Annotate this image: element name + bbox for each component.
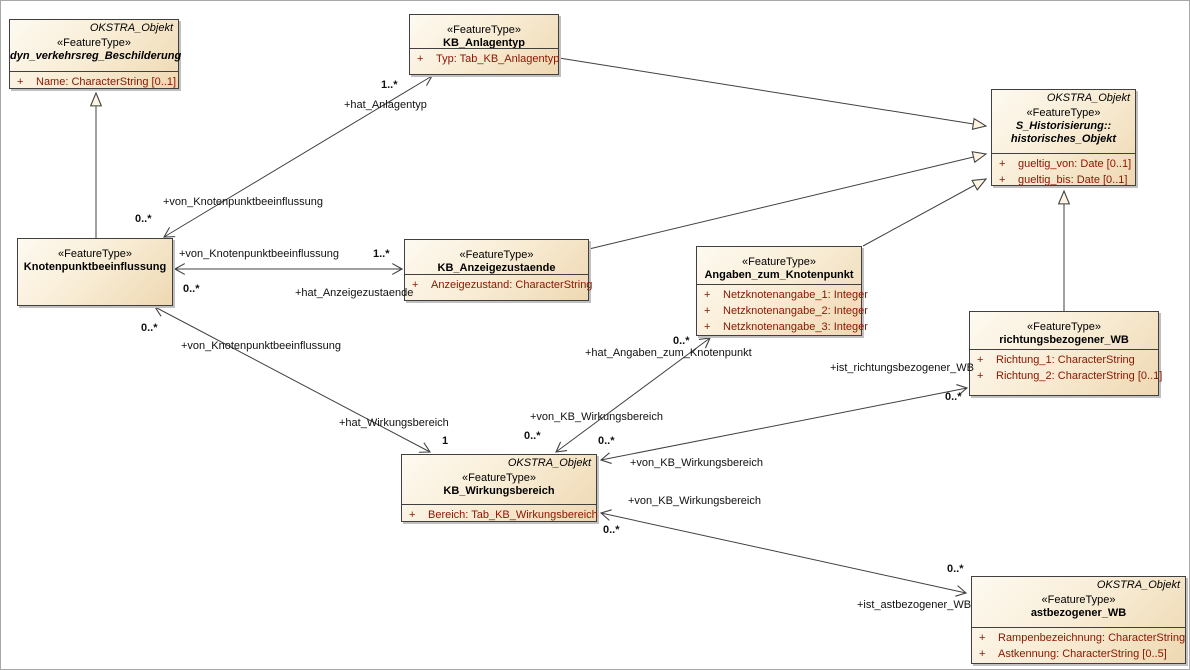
attribute-row: +Bereich: Tab_KB_Wirkungsbereich xyxy=(409,509,598,521)
multiplicity-von-knotenpunktbeeinflussung-anzeige: 0..* xyxy=(183,283,200,295)
class-name: KB_Anlagentyp xyxy=(443,37,525,49)
association-ist-richtungsbezogener-wb xyxy=(601,388,967,460)
multiplicity-von-kb-wirkungsbereich-ast: 0..* xyxy=(603,524,620,536)
attribute-row: +Netzknotenangabe_1: Integer xyxy=(704,289,868,301)
class-name: Knotenpunktbeeinflussung xyxy=(23,261,167,273)
attribute-row: +Rampenbezeichnung: CharacterString xyxy=(979,632,1186,644)
class-name-line2: historisches_Objekt xyxy=(1010,133,1117,145)
class-name-line1: S_Historisierung:: xyxy=(1015,120,1112,132)
generalization-anzeigezustaende-to-historisches xyxy=(588,154,986,250)
class-name: astbezogener_WB xyxy=(1030,607,1127,619)
class-name: KB_Wirkungsbereich xyxy=(443,485,555,497)
generalization-angaben-to-historisches xyxy=(862,179,986,247)
multiplicity-hat-anzeigezustaende: 1..* xyxy=(373,248,390,260)
stereotype: «FeatureType» xyxy=(1041,594,1116,606)
attribute-row: +Name: CharacterString [0..1] xyxy=(17,76,177,88)
role-von-knotenpunktbeeinflussung-anzeige: +von_Knotenpunktbeeinflussung xyxy=(179,248,339,260)
attribute-row: +Netzknotenangabe_3: Integer xyxy=(704,321,868,333)
stereotype: «FeatureType» xyxy=(57,37,131,49)
class-knotenpunktbeeinflussung[interactable]: «FeatureType» Knotenpunktbeeinflussung xyxy=(17,238,173,306)
role-hat-anzeigezustaende: +hat_Anzeigezustaende xyxy=(295,287,414,299)
class-astbezogener-wb[interactable]: OKSTRA_Objekt «FeatureType» astbezogener… xyxy=(971,576,1186,664)
class-dyn-verkehrsreg-beschilderung[interactable]: OKSTRA_Objekt «FeatureType» dyn_verkehrs… xyxy=(9,19,182,90)
multiplicity-ist-richtungsbezogener-wb: 0..* xyxy=(945,391,962,403)
multiplicity-von-kb-wirkungsbereich-richtung: 0..* xyxy=(598,435,615,447)
stereotype: «FeatureType» xyxy=(1026,107,1101,119)
role-von-kb-wirkungsbereich-angaben: +von_KB_Wirkungsbereich xyxy=(530,411,663,423)
role-von-kb-wirkungsbereich-richtung: +von_KB_Wirkungsbereich xyxy=(630,457,763,469)
attributes-compartment: +Netzknotenangabe_1: Integer +Netzknoten… xyxy=(697,284,868,335)
package-tag: OKSTRA_Objekt xyxy=(1096,579,1180,591)
multiplicity-hat-anlagentyp: 1..* xyxy=(381,79,398,91)
attributes-compartment: +Bereich: Tab_KB_Wirkungsbereich xyxy=(402,504,598,523)
class-richtungsbezogener-wb[interactable]: «FeatureType» richtungsbezogener_WB +Ric… xyxy=(969,311,1163,396)
generalization-anlagentyp-to-historisches xyxy=(558,57,986,126)
role-hat-wirkungsbereich: +hat_Wirkungsbereich xyxy=(339,417,449,429)
stereotype: «FeatureType» xyxy=(462,472,536,484)
attribute-row: +Richtung_2: CharacterString [0..1] xyxy=(977,370,1163,382)
attributes-compartment: +Typ: Tab_KB_Anlagentyp xyxy=(410,48,560,74)
attribute-row: +gueltig_bis: Date [0..1] xyxy=(999,174,1128,186)
role-ist-richtungsbezogener-wb: +ist_richtungsbezogener_WB xyxy=(830,362,974,374)
stereotype: «FeatureType» xyxy=(447,24,521,36)
multiplicity-hat-wirkungsbereich: 1 xyxy=(442,435,449,447)
class-kb-wirkungsbereich[interactable]: OKSTRA_Objekt «FeatureType» KB_Wirkungsb… xyxy=(401,454,598,523)
attributes-compartment: +Richtung_1: CharacterString +Richtung_2… xyxy=(970,349,1163,395)
attribute-row: +Richtung_1: CharacterString xyxy=(977,354,1135,366)
role-von-knotenpunktbeeinflussung-wirkung: +von_Knotenpunktbeeinflussung xyxy=(181,340,341,352)
multiplicity-von-kb-wirkungsbereich-angaben: 0..* xyxy=(524,430,541,442)
class-name: KB_Anzeigezustaende xyxy=(437,262,556,274)
multiplicity-von-knotenpunktbeeinflussung-wirkung: 0..* xyxy=(141,322,158,334)
attributes-compartment: +Rampenbezeichnung: CharacterString +Ast… xyxy=(972,627,1185,663)
package-tag: OKSTRA_Objekt xyxy=(507,457,591,469)
multiplicity-hat-angaben: 0..* xyxy=(673,335,690,347)
attribute-row: +Typ: Tab_KB_Anlagentyp xyxy=(417,53,560,65)
class-name: dyn_verkehrsreg_Beschilderung xyxy=(10,50,182,62)
role-hat-anlagentyp: +hat_Anlagentyp xyxy=(344,99,427,111)
stereotype: «FeatureType» xyxy=(459,249,534,261)
multiplicity-ist-astbezogener-wb: 0..* xyxy=(947,563,964,575)
attributes-compartment: +Anzeigezustand: CharacterString xyxy=(405,274,593,300)
class-historisches-objekt[interactable]: OKSTRA_Objekt «FeatureType» S_Historisie… xyxy=(991,89,1136,186)
attribute-row: +gueltig_von: Date [0..1] xyxy=(999,158,1132,170)
role-hat-angaben: +hat_Angaben_zum_Knotenpunkt xyxy=(585,347,752,359)
association-ist-astbezogener-wb xyxy=(601,513,966,593)
class-angaben-zum-knotenpunkt[interactable]: «FeatureType» Angaben_zum_Knotenpunkt +N… xyxy=(696,246,868,336)
attributes-compartment: +Name: CharacterString [0..1] xyxy=(10,71,178,90)
role-ist-astbezogener-wb: +ist_astbezogener_WB xyxy=(857,599,972,611)
package-tag: OKSTRA_Objekt xyxy=(1046,92,1130,104)
package-tag: OKSTRA_Objekt xyxy=(89,22,173,34)
attribute-row: +Astkennung: CharacterString [0..5] xyxy=(979,648,1167,660)
role-von-knotenpunktbeeinflussung-anlagentyp: +von_Knotenpunktbeeinflussung xyxy=(163,196,323,208)
attribute-row: +Anzeigezustand: CharacterString xyxy=(412,279,593,291)
multiplicity-von-knotenpunktbeeinflussung-anlagentyp: 0..* xyxy=(135,213,152,225)
attribute-row: +Netzknotenangabe_2: Integer xyxy=(704,305,868,317)
role-von-kb-wirkungsbereich-ast: +von_KB_Wirkungsbereich xyxy=(628,495,761,507)
association-hat-wirkungsbereich xyxy=(155,307,430,452)
stereotype: «FeatureType» xyxy=(1027,321,1101,333)
class-kb-anlagentyp[interactable]: «FeatureType» KB_Anlagentyp +Typ: Tab_KB… xyxy=(409,14,559,75)
association-hat-anlagentyp xyxy=(164,76,432,237)
stereotype: «FeatureType» xyxy=(742,256,816,268)
class-kb-anzeigezustaende[interactable]: «FeatureType» KB_Anzeigezustaende +Anzei… xyxy=(404,239,593,301)
class-name: richtungsbezogener_WB xyxy=(999,334,1129,346)
class-name: Angaben_zum_Knotenpunkt xyxy=(704,269,854,281)
attributes-compartment: +gueltig_von: Date [0..1] +gueltig_bis: … xyxy=(992,153,1135,188)
stereotype: «FeatureType» xyxy=(58,248,132,260)
